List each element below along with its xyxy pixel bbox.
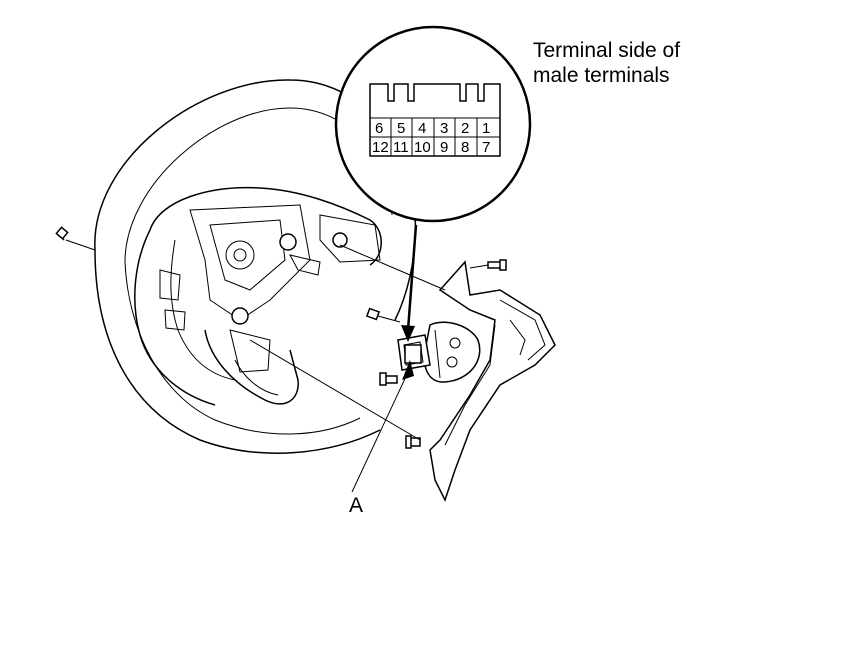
magnified-connector-view: 6 5 4 3 2 1 12 11 10 9 8 7: [334, 25, 532, 223]
connector-label-a: A: [349, 494, 364, 517]
assembly-leader-lines: [249, 244, 446, 441]
terminal-5: 5: [397, 120, 405, 137]
terminal-3: 3: [440, 120, 448, 137]
screw-bottom: [405, 435, 421, 449]
steering-wheel: [94, 79, 417, 454]
terminal-10: 10: [414, 139, 431, 156]
screw-lower: [379, 372, 398, 386]
callout-title: Terminal side of male terminals: [533, 38, 680, 88]
switch-cover-panel: [429, 260, 556, 502]
terminal-1: 1: [482, 120, 490, 137]
screw-middle: [365, 307, 401, 323]
terminal-11: 11: [393, 139, 409, 156]
terminal-9: 9: [440, 139, 448, 156]
terminal-7: 7: [482, 139, 490, 156]
callout-arrow: [401, 224, 418, 342]
terminal-8: 8: [461, 139, 469, 156]
terminal-12: 12: [372, 139, 389, 156]
screw-top-right: [469, 259, 507, 271]
callout-title-line2: male terminals: [533, 64, 670, 87]
terminal-4: 4: [418, 120, 426, 137]
callout-title-line1: Terminal side of: [533, 39, 681, 62]
connector-a: [351, 344, 422, 493]
terminal-2: 2: [461, 120, 469, 137]
screw-left: [55, 226, 96, 251]
terminal-6: 6: [375, 120, 383, 137]
